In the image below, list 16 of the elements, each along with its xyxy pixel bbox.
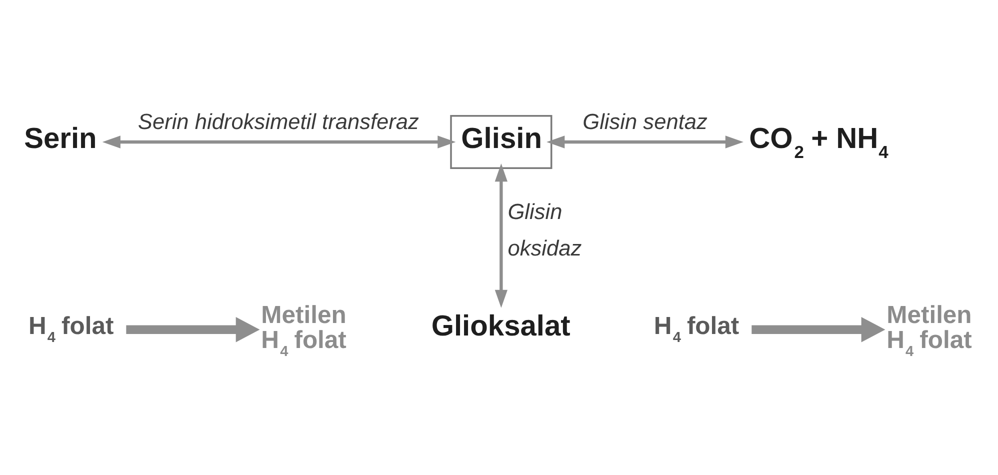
node-box: Glisin: [450, 114, 552, 169]
arrow: [102, 135, 456, 148]
node-text: CO$_{2}$ + NH$_{4}$: [749, 122, 888, 162]
arrow: [494, 163, 508, 308]
arrow: [752, 316, 886, 342]
node-text: Glioksalat: [431, 310, 570, 342]
arrow: [546, 135, 744, 148]
node-text: Metilen H$_{4}$ folat: [261, 302, 346, 360]
node-text: H$_{4}$ folat: [654, 312, 740, 346]
node-text: H$_{4}$ folat: [28, 312, 114, 346]
node-text: Metilen H$_{4}$ folat: [886, 302, 972, 360]
arrow: [126, 316, 260, 342]
edge-label: Glisin sentaz: [582, 108, 708, 134]
node-text: Serin: [24, 122, 97, 154]
edge-label: Serin hidroksimetil transferaz: [138, 108, 419, 134]
edge-label: Glisin oksidaz: [508, 198, 582, 260]
